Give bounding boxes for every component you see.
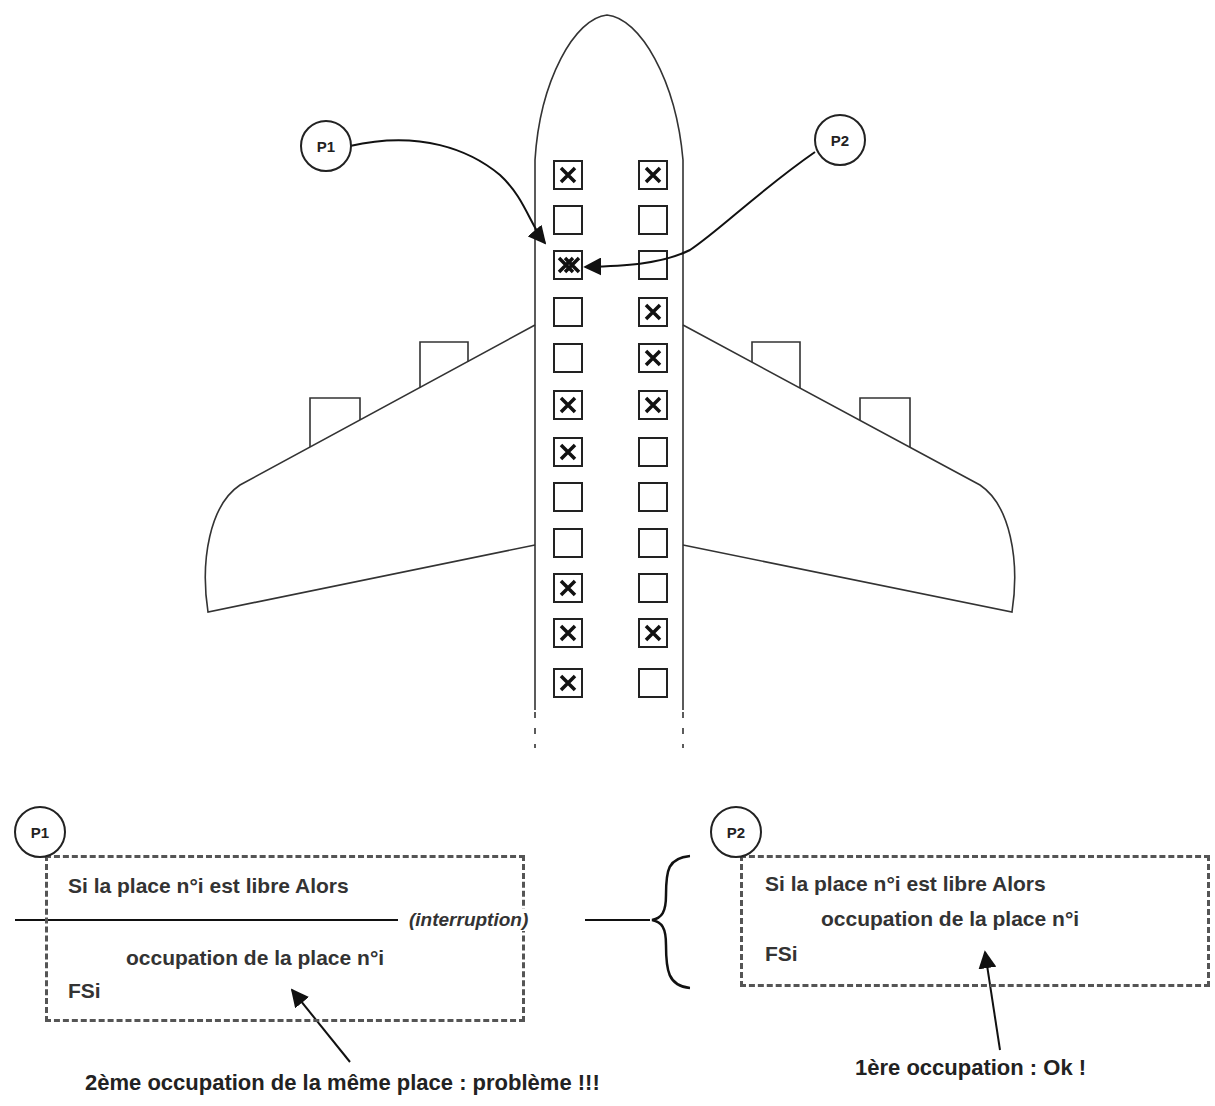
seat	[639, 298, 667, 326]
engine	[310, 398, 360, 447]
seat	[554, 344, 582, 372]
code-line: FSi	[68, 979, 101, 1003]
seat-box	[554, 344, 582, 372]
process-name: P2	[831, 132, 849, 149]
fuselage-continuation	[534, 712, 536, 748]
process-circle: P1	[14, 806, 66, 858]
seat-box	[554, 251, 582, 279]
interruption-line	[585, 919, 650, 921]
seat	[554, 669, 582, 697]
occupied-mark	[561, 398, 575, 412]
seat-box	[639, 344, 667, 372]
occupied-mark	[565, 258, 579, 272]
code-line: Si la place n°i est libre Alors	[765, 872, 1046, 896]
ok-note: 1ère occupation : Ok !	[855, 1055, 1086, 1081]
fuselage	[535, 15, 683, 710]
seat-box	[554, 298, 582, 326]
seat-box	[554, 206, 582, 234]
fuselage-continuation	[682, 712, 684, 748]
seat	[554, 438, 582, 466]
occupied-mark	[561, 581, 575, 595]
code-block: Si la place n°i est libre Alors occupatio…	[740, 855, 1210, 987]
seat	[639, 529, 667, 557]
seat-box	[639, 619, 667, 647]
seat-box	[639, 438, 667, 466]
seat	[639, 206, 667, 234]
occupied-mark	[561, 676, 575, 690]
process-name: P2	[727, 824, 745, 841]
seat	[554, 619, 582, 647]
occupied-mark	[646, 398, 660, 412]
seat-box	[639, 251, 667, 279]
code-line: occupation de la place n°i	[126, 946, 384, 970]
seat-box	[554, 391, 582, 419]
occupied-mark	[646, 351, 660, 365]
code-line: (interruption)	[406, 909, 531, 931]
process-circle: P1	[300, 120, 352, 172]
seat	[639, 438, 667, 466]
interruption-line	[15, 919, 398, 921]
seat	[639, 391, 667, 419]
seat-box	[554, 161, 582, 189]
occupied-mark	[561, 445, 575, 459]
seat-box	[639, 391, 667, 419]
leader-arrow	[292, 990, 350, 1062]
seat-box	[639, 483, 667, 511]
occupied-mark	[561, 168, 575, 182]
seat-box	[554, 529, 582, 557]
process-name: P1	[31, 824, 49, 841]
seat-rows	[554, 161, 667, 697]
seat-box	[554, 438, 582, 466]
left-wing	[205, 325, 535, 612]
code-line: Si la place n°i est libre Alors	[68, 874, 349, 898]
occupied-mark	[646, 305, 660, 319]
seat	[639, 669, 667, 697]
leader-arrow	[985, 952, 1000, 1050]
access-arrow	[585, 152, 815, 267]
code-block: Si la place n°i est libre Alors(interrup…	[45, 855, 525, 1022]
seat	[554, 483, 582, 511]
process-circle: P2	[814, 114, 866, 166]
engine	[752, 342, 800, 388]
seat	[554, 529, 582, 557]
seat-box	[639, 669, 667, 697]
seat	[554, 391, 582, 419]
seat	[554, 298, 582, 326]
engine	[860, 398, 910, 447]
seat	[554, 206, 582, 234]
code-line: occupation de la place n°i	[821, 907, 1079, 931]
seat-box	[639, 529, 667, 557]
seat	[639, 483, 667, 511]
seat	[639, 619, 667, 647]
seat-box	[554, 574, 582, 602]
seat-box	[639, 161, 667, 189]
occupied-mark	[561, 626, 575, 640]
engine	[420, 342, 468, 388]
occupied-mark	[646, 168, 660, 182]
seat-box	[554, 619, 582, 647]
right-wing	[683, 325, 1015, 612]
process-name: P1	[317, 138, 335, 155]
code-line: FSi	[765, 942, 798, 966]
seat-box	[554, 669, 582, 697]
occupied-mark	[646, 626, 660, 640]
seat	[639, 251, 667, 279]
seat	[639, 574, 667, 602]
seat	[639, 161, 667, 189]
problem-note: 2ème occupation de la même place : probl…	[85, 1070, 600, 1096]
seat	[554, 251, 582, 279]
seat-box	[639, 298, 667, 326]
seat	[639, 344, 667, 372]
seat-box	[639, 574, 667, 602]
access-arrow	[350, 140, 545, 243]
brace	[652, 856, 690, 988]
seat-box	[554, 483, 582, 511]
seat	[554, 574, 582, 602]
airplane-outline	[205, 15, 1014, 748]
seat	[554, 161, 582, 189]
seat-box	[639, 206, 667, 234]
process-circle: P2	[710, 806, 762, 858]
